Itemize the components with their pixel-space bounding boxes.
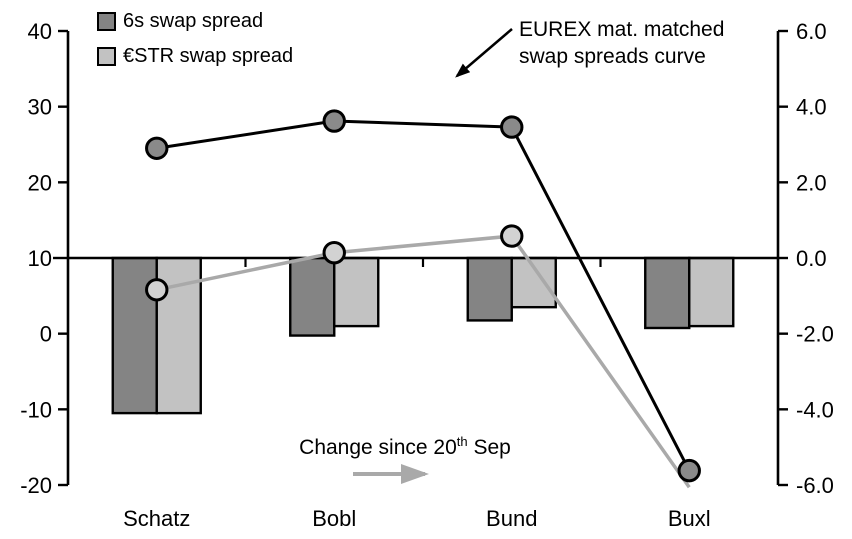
curve-annotation-line2: swap spreads curve	[519, 45, 706, 68]
left-axis-label: -10	[20, 397, 52, 422]
marker-6s-swap-spread-curve-buxl	[677, 458, 701, 483]
category-label-bund: Bund	[486, 506, 537, 531]
chart-legend: 6s swap spread €STR swap spread	[97, 10, 293, 67]
right-axis-label: 0.0	[796, 246, 827, 271]
line-str-swap-spread-curve	[156, 234, 691, 489]
left-axis-label: 40	[28, 19, 52, 44]
category-label-bobl: Bobl	[312, 506, 356, 531]
left-axis-label: 20	[28, 170, 52, 195]
right-axis-label: -2.0	[796, 322, 834, 347]
legend-label-estr: €STR swap spread	[123, 45, 294, 67]
marker-str-swap-spread-curve-bobl	[322, 241, 346, 265]
curve-annotation-line1: EUREX mat. matched	[519, 18, 725, 41]
curve-annotation: EUREX mat. matched swap spreads curve	[519, 16, 724, 70]
category-label-schatz: Schatz	[123, 506, 190, 531]
bar-6s-swap-spread-bobl	[289, 256, 336, 337]
change-annotation: Change since 20th Sep	[278, 434, 532, 460]
marker-6s-swap-spread-curve-bobl	[322, 109, 346, 133]
left-axis-label: 30	[28, 95, 52, 120]
right-axis-label: 4.0	[796, 95, 827, 120]
legend-item-6s: 6s swap spread	[97, 10, 293, 32]
marker-6s-swap-spread-curve-bund	[500, 115, 524, 139]
marker-6s-swap-spread-curve-schatz	[145, 136, 169, 160]
left-axis-label: 0	[40, 322, 52, 347]
category-label-buxl: Buxl	[668, 506, 711, 531]
legend-swatch-6s	[97, 11, 116, 31]
right-axis-label: 2.0	[796, 170, 827, 195]
change-annotation-text-after: Sep	[467, 436, 511, 459]
left-axis-label: 10	[28, 246, 52, 271]
line-6s-swap-spread-curve	[156, 119, 691, 472]
markers-str-swap-spread-curve	[145, 224, 524, 302]
bar-6s-swap-spread-buxl	[644, 256, 691, 330]
legend-item-estr: €STR swap spread	[97, 45, 293, 67]
markers-6s-swap-spread-curve	[145, 109, 701, 483]
left-axis-label: -20	[20, 473, 52, 498]
bar-str-swap-spread-buxl	[688, 256, 735, 328]
right-axis-label: -4.0	[796, 397, 834, 422]
right-axis-label: 6.0	[796, 19, 827, 44]
change-annotation-text: Change since 20	[299, 436, 457, 459]
marker-str-swap-spread-curve-schatz	[145, 278, 169, 302]
curve-annotation-arrow	[455, 28, 513, 78]
right-axis-label: -6.0	[796, 473, 834, 498]
change-annotation-superscript: th	[456, 434, 468, 449]
bar-6s-swap-spread-bund	[466, 256, 513, 322]
legend-swatch-estr	[97, 46, 116, 66]
marker-str-swap-spread-curve-bund	[500, 224, 524, 248]
bar-str-swap-spread-bobl	[333, 256, 380, 328]
legend-label-6s: 6s swap spread	[123, 10, 264, 32]
